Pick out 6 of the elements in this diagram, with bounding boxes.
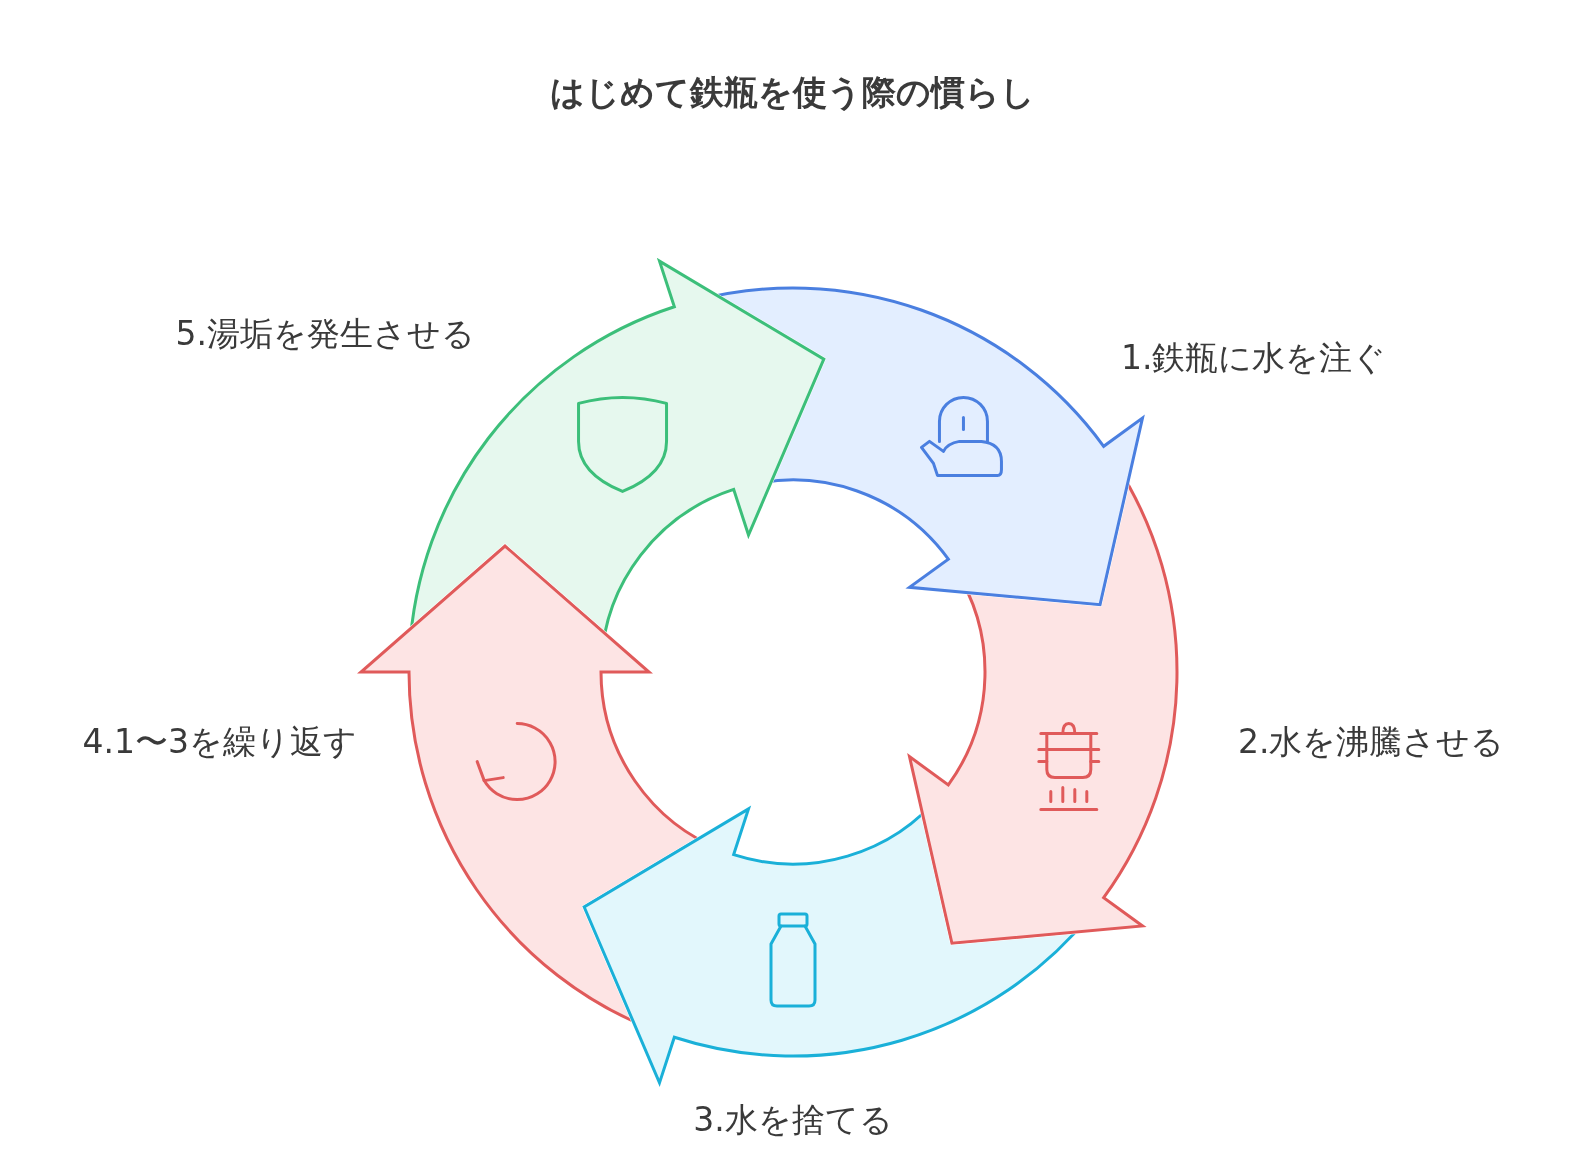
diagram-title: はじめて鉄瓶を使う際の慣らし [548,71,1036,114]
step-label: 5.湯垢を発生させる [175,314,475,353]
step-label: 1.鉄瓶に水を注ぐ [1121,338,1387,377]
step-label: 2.水を沸騰させる [1238,722,1505,761]
step-label: 4.1〜3を繰り返す [82,722,357,761]
step-label: 3.水を捨てる [693,1100,893,1139]
